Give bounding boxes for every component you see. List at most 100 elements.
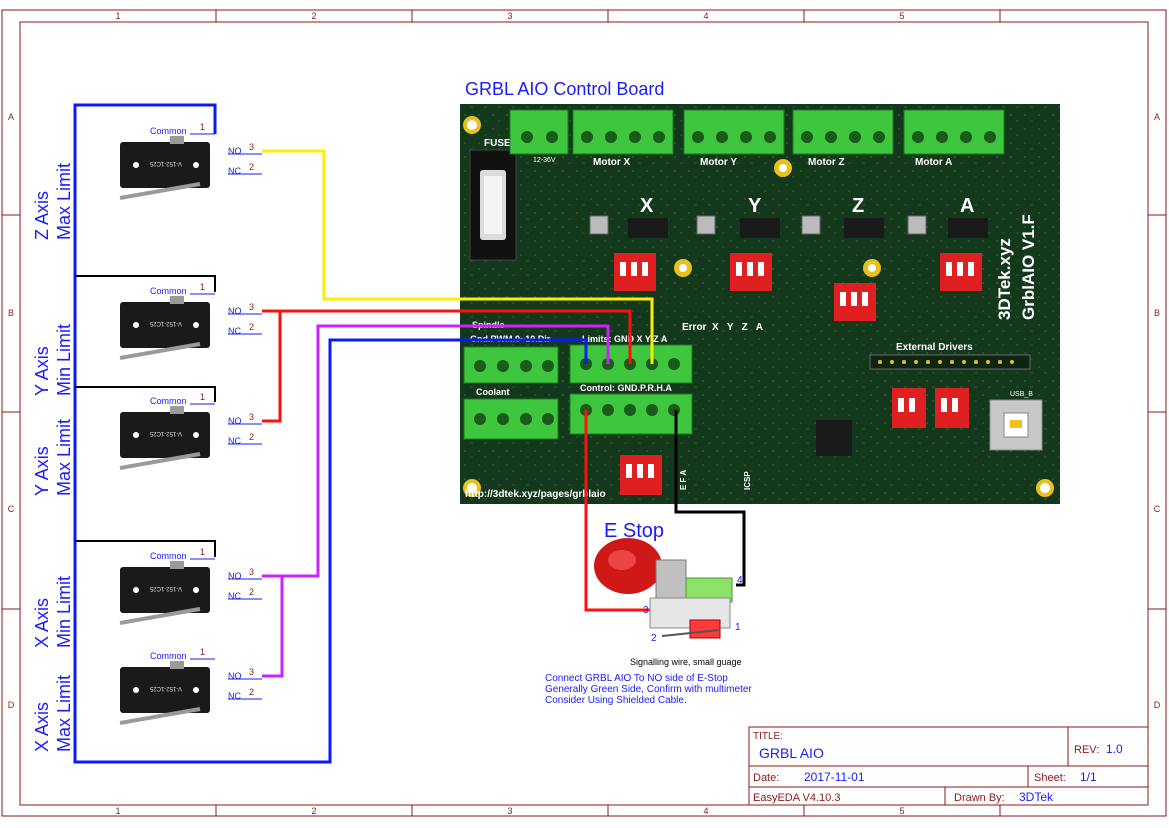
switch-body-text: V-152-1C25 (149, 430, 182, 436)
drawing-frame (1, 9, 1167, 817)
title-block-rev-label: REV: (1074, 744, 1099, 756)
row-label-right: A (1154, 112, 1160, 122)
switch-body-text: V-152-1C25 (149, 685, 182, 691)
col-label-top: 2 (311, 11, 316, 21)
board-model-vertical: GrblAIO V1.F (1019, 214, 1038, 320)
efa-label: E F A (679, 470, 688, 490)
switch-nc-label: NC (228, 691, 241, 701)
mounting-hole (463, 116, 481, 134)
switch-kind-label: Max Limit (54, 163, 74, 240)
switch-axis-label: X Axis (32, 598, 52, 648)
estop-caption: Signalling wire, small guage (630, 657, 742, 667)
motor-connector-a (903, 109, 1005, 155)
mcu-chip (816, 420, 852, 456)
col-label-top: 5 (899, 11, 904, 21)
wire-estop-red (584, 410, 650, 612)
mounting-hole (674, 159, 881, 277)
motor-label: Motor A (915, 157, 952, 168)
stepper-drivers (589, 215, 988, 238)
switch-pin-number: 3 (249, 302, 254, 312)
title-block-drawn-label: Drawn By: (954, 792, 1005, 804)
switch-pin-number: 1 (200, 547, 205, 557)
col-label-top: 1 (115, 11, 120, 21)
spindle-connector (463, 346, 559, 384)
axis-letter: Z (852, 195, 864, 217)
limits-label: Limits: GND X Y Z A (582, 334, 668, 344)
motor-connector-power (509, 109, 569, 155)
axis-letter: X (640, 195, 654, 217)
switch-pin-number: 3 (249, 667, 254, 677)
fuse-label: FUSE (484, 138, 511, 149)
switch-body-text: V-152-1C25 (149, 160, 182, 166)
row-label-left: C (8, 504, 15, 514)
pcb-board: FUSE 12-36V (460, 104, 1060, 504)
title-block-rev: 1.0 (1106, 742, 1123, 756)
wire-x-limit-purple (262, 324, 610, 578)
switch-body-text: V-152-1C25 (149, 585, 182, 591)
mounting-hole (1036, 479, 1054, 497)
external-drivers-label: External Drivers (896, 342, 973, 353)
switch-pin-number: 2 (249, 687, 254, 697)
switch-common-label: Common (150, 126, 187, 136)
board-title: GRBL AIO Control Board (465, 79, 664, 99)
switch-axis-labels: Z Axis Max Limit Y Axis Min Limit Y Axis… (32, 163, 74, 752)
usb-label: USB_B (1010, 391, 1033, 398)
estop-button (594, 538, 733, 639)
row-label-left: B (8, 308, 14, 318)
estop-notes: Connect GRBL AIO To NO side of E-Stop Ge… (545, 673, 752, 706)
dip-switches (614, 253, 982, 495)
axis-letter: Y (748, 195, 762, 217)
switch-kind-label: Max Limit (54, 675, 74, 752)
switch-nc-label: NC (228, 436, 241, 446)
motor-connector-y (683, 109, 785, 155)
title-block-tool: EasyEDA V4.10.3 (753, 792, 840, 804)
switch-pin-number: 3 (249, 412, 254, 422)
voltage-label: 12-36V (533, 157, 556, 164)
estop-pin-label: 4 (737, 575, 743, 586)
switch-nc-label: NC (228, 591, 241, 601)
title-block-sheet-label: Sheet: (1034, 772, 1066, 784)
switch-common-label: Common (150, 551, 187, 561)
switch-no-label: NO (228, 146, 242, 156)
switch-pin-number: 1 (200, 392, 205, 402)
switch-kind-label: Max Limit (54, 419, 74, 496)
control-connector (569, 393, 693, 435)
board-url: http://3dtek.xyz/pages/grblaio (465, 489, 606, 500)
estop-pin-label: 2 (651, 633, 657, 644)
col-label-bottom: 4 (703, 806, 708, 816)
switch-common-label: Common (150, 396, 187, 406)
col-label-bottom: 2 (311, 806, 316, 816)
switch-axis-label: Y Axis (32, 446, 52, 496)
estop-title: E Stop (604, 520, 664, 542)
row-label-right: C (1154, 504, 1161, 514)
wire-y-limit-red-2 (262, 311, 282, 423)
col-label-top: 4 (703, 11, 708, 21)
common-bus-lines (75, 275, 216, 557)
switch-body-text: V-152-1C25 (149, 320, 182, 326)
axis-letter: A (960, 195, 974, 217)
row-label-right: B (1154, 308, 1160, 318)
board-maker-vertical: 3DTek.xyz (995, 238, 1014, 320)
title-block-title: GRBL AIO (759, 745, 824, 761)
switch-no-label: NO (228, 571, 242, 581)
wires (73, 103, 746, 764)
switch-nc-label: NC (228, 166, 241, 176)
switch-common-label: Common (150, 651, 187, 661)
wire-x-limit-purple-2 (262, 576, 284, 678)
switch-pin-number: 2 (249, 587, 254, 597)
switch-axis-label: Z Axis (32, 191, 52, 240)
title-block-date-label: Date: (753, 772, 779, 784)
switch-pin-number: 3 (249, 142, 254, 152)
estop-pin-labels: 4 3 2 1 (643, 575, 743, 644)
switch-axis-label: X Axis (32, 702, 52, 752)
icsp-label: ICSP (743, 471, 752, 490)
usb-connector (989, 399, 1043, 451)
motor-label: Motor Y (700, 157, 737, 168)
switch-pin-number: 1 (200, 282, 205, 292)
control-label: Control: GND.P.R.H.A (580, 383, 672, 393)
motor-label: Motor Z (808, 157, 845, 168)
frame-column-labels: 1 2 3 4 5 1 2 3 4 5 A B C D A B C D (8, 11, 1161, 816)
motor-connector-z (792, 109, 894, 155)
